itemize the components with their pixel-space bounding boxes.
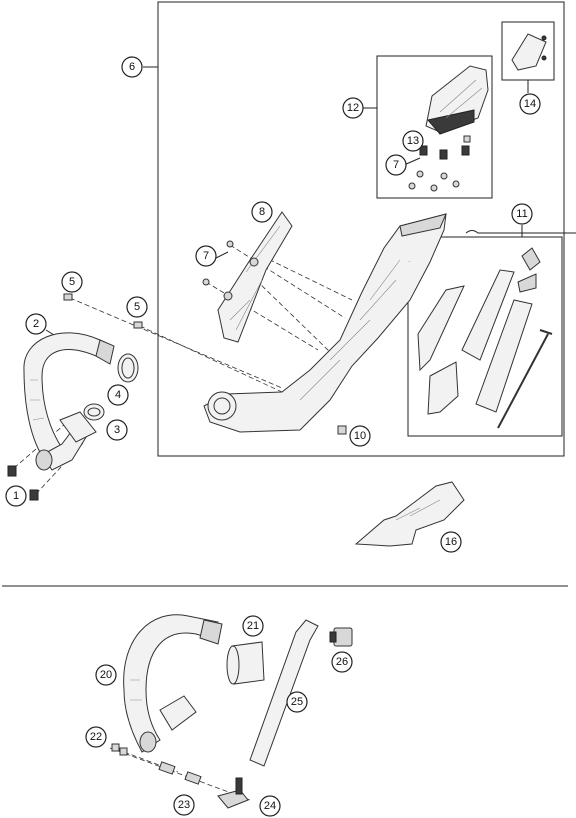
- svg-text:5: 5: [69, 276, 75, 288]
- header-pipe-part: [23, 332, 115, 471]
- svg-text:7: 7: [393, 159, 399, 171]
- assembly-lines: [13, 244, 353, 801]
- gasket-part-3: [83, 403, 105, 421]
- heat-shield-part-8: [217, 211, 293, 343]
- group-6-frame: [157, 1, 565, 457]
- svg-text:8: 8: [259, 206, 265, 218]
- end-cap-part-12: [425, 65, 489, 135]
- screw-part-7: [202, 240, 234, 286]
- svg-text:12: 12: [347, 102, 359, 114]
- clamp-part-21: [226, 641, 265, 685]
- callout-1: 1: [5, 485, 27, 507]
- svg-text:24: 24: [264, 800, 276, 812]
- callout-22: 22: [85, 726, 107, 748]
- svg-text:7: 7: [203, 250, 209, 262]
- internals-part-11: [417, 247, 553, 429]
- clamp-ring-part-4: [117, 353, 139, 383]
- guard-part-16: [354, 481, 465, 547]
- svg-text:16: 16: [445, 536, 457, 548]
- bolt-part-22: [111, 743, 128, 756]
- svg-text:20: 20: [100, 669, 112, 681]
- group-12-frame: [376, 55, 493, 199]
- svg-text:23: 23: [178, 799, 190, 811]
- callout-6: 6: [121, 56, 143, 78]
- svg-text:10: 10: [354, 430, 366, 442]
- svg-text:11: 11: [516, 208, 527, 220]
- callout-7a: 7: [195, 245, 217, 267]
- callout-10: 10: [349, 425, 371, 447]
- svg-text:13: 13: [407, 135, 419, 147]
- leader-lines: [45, 66, 576, 341]
- bolt-part-5: [63, 293, 143, 329]
- bracket-part-23: [158, 761, 202, 785]
- svg-text:2: 2: [33, 318, 39, 330]
- callout-23: 23: [173, 794, 195, 816]
- callout-14: 14: [519, 93, 541, 115]
- svg-text:21: 21: [247, 620, 259, 632]
- sensor-part-24: [217, 777, 249, 809]
- callout-12: 12: [342, 97, 364, 119]
- callout-3: 3: [106, 419, 128, 441]
- svg-text:22: 22: [90, 731, 102, 743]
- callout-8: 8: [251, 201, 273, 223]
- callout-7b: 7: [385, 154, 407, 176]
- callout-11: 11: [511, 203, 533, 225]
- svg-text:25: 25: [291, 696, 303, 708]
- svg-text:4: 4: [115, 389, 121, 401]
- callout-20: 20: [95, 664, 117, 686]
- callout-21: 21: [242, 615, 264, 637]
- callout-5a: 5: [61, 271, 83, 293]
- callout-24: 24: [259, 795, 281, 817]
- group-11-frame: [407, 236, 563, 437]
- fasteners-part-13: [408, 135, 471, 192]
- svg-text:14: 14: [524, 98, 536, 110]
- callout-2: 2: [25, 313, 47, 335]
- svg-text:1: 1: [13, 490, 19, 502]
- callout-5b: 5: [126, 296, 148, 318]
- callout-26: 26: [331, 651, 353, 673]
- callout-25: 25: [286, 691, 308, 713]
- pipe-part-25: [249, 619, 319, 767]
- svg-text:5: 5: [134, 301, 140, 313]
- svg-text:26: 26: [336, 656, 348, 668]
- callout-4: 4: [107, 384, 129, 406]
- svg-text:...: ...: [408, 258, 411, 263]
- callout-13: 13: [402, 130, 424, 152]
- svg-text:3: 3: [114, 424, 120, 436]
- silencer-body: ...: [203, 213, 447, 433]
- callout-16: 16: [440, 531, 462, 553]
- screw-part-10: [337, 425, 347, 435]
- insert-part-14: [511, 33, 547, 71]
- svg-text:6: 6: [129, 61, 135, 73]
- plug-part-26: [329, 627, 353, 647]
- bolt-part-1: [7, 465, 39, 501]
- header-pipe-part-20: [123, 614, 223, 753]
